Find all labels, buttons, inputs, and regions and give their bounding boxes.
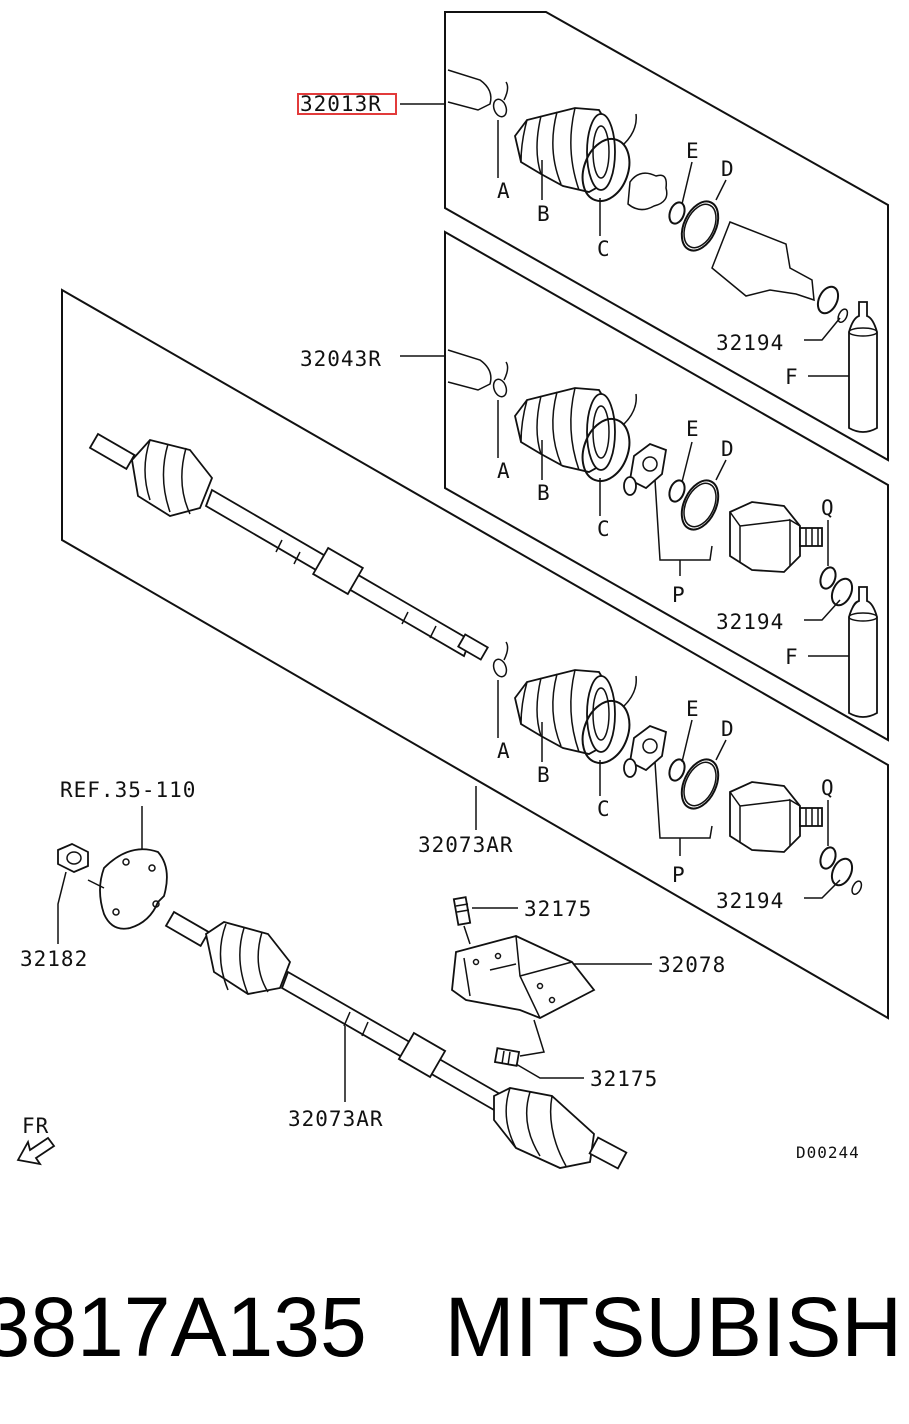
- label-p3-32194: 32194: [716, 889, 784, 913]
- label-p1-C: C: [597, 237, 611, 261]
- label-32043R: 32043R: [300, 347, 382, 371]
- band-a-icon: [490, 361, 510, 400]
- hub-assembly: REF.35-110 32182: [20, 778, 196, 971]
- label-32073AR-bottom: 32073AR: [288, 1107, 384, 1131]
- label-p2-E: E: [686, 417, 700, 441]
- label-p2-Q: Q: [821, 496, 835, 520]
- label-p3-A: A: [497, 739, 511, 763]
- label-p2-P: P: [672, 583, 686, 607]
- band-a-icon: [490, 641, 510, 680]
- label-p1-D: D: [721, 157, 735, 181]
- label-p2-F: F: [785, 645, 799, 669]
- label-p1-B: B: [537, 202, 551, 226]
- bracket-assembly: 32175 32078 32175: [451, 896, 726, 1091]
- label-p3-Q: Q: [821, 776, 835, 800]
- label-p1-A: A: [497, 179, 511, 203]
- boot-b-icon: [514, 669, 616, 755]
- housing-icon: [729, 781, 823, 853]
- drive-shaft-icon: [88, 432, 489, 661]
- ring-d-icon: [673, 473, 727, 537]
- label-p1-32194: 32194: [716, 331, 784, 355]
- caption-part-number: 3817A135: [0, 1280, 367, 1374]
- label-p2-A: A: [497, 459, 511, 483]
- bolt-32175-top-icon: [452, 896, 472, 926]
- grease-bottle-f-icon: [848, 586, 878, 718]
- label-p3-E: E: [686, 697, 700, 721]
- panel-32073AR: A B C E D Q P 32194 32073AR: [61, 288, 889, 1020]
- label-diagram-code: D00244: [796, 1143, 860, 1162]
- band-a-icon: [490, 81, 510, 120]
- label-32073AR-mid: 32073AR: [418, 833, 514, 857]
- spider-icon: [623, 443, 667, 496]
- label-p2-32194: 32194: [716, 610, 784, 634]
- label-fr: FR: [22, 1114, 49, 1138]
- label-p2-D: D: [721, 437, 735, 461]
- bracket-32078-icon: [451, 935, 596, 1019]
- label-32182: 32182: [20, 947, 88, 971]
- front-indicator: FR: [16, 1114, 56, 1166]
- label-p1-E: E: [686, 139, 700, 163]
- label-p3-C: C: [597, 797, 611, 821]
- housing-icon: [729, 501, 823, 573]
- highlight-box: [297, 93, 397, 115]
- label-p3-B: B: [537, 763, 551, 787]
- label-32175-bottom: 32175: [590, 1067, 658, 1091]
- panel-32043R: 32043R A B C E D Q P 32194 F: [300, 230, 889, 742]
- front-arrow-icon: [16, 1136, 56, 1166]
- label-p1-F: F: [785, 365, 799, 389]
- label-p2-B: B: [537, 481, 551, 505]
- label-32013R: 32013R: [300, 92, 382, 116]
- joint-outline-icon: [711, 221, 815, 302]
- shaft-32073AR-bottom: 32073AR: [164, 910, 628, 1170]
- label-32078: 32078: [658, 953, 726, 977]
- clip-icon: [627, 172, 668, 211]
- label-ref: REF.35-110: [60, 778, 196, 802]
- spider-icon: [623, 725, 667, 778]
- label-p2-C: C: [597, 517, 611, 541]
- bolt-32175-bottom-icon: [493, 1047, 521, 1067]
- label-32175-top: 32175: [524, 897, 592, 921]
- nut-32182-icon: [57, 843, 89, 873]
- boot-b-icon: [514, 387, 616, 473]
- hub-icon: [87, 848, 168, 930]
- ring-d-icon: [673, 752, 727, 816]
- panel-32013R: 32013R A B C E D 32194 F: [297, 11, 889, 462]
- boot-b-icon: [514, 107, 616, 193]
- caption: 3817A135 MITSUBISHI: [0, 1272, 909, 1382]
- label-p3-P: P: [672, 863, 686, 887]
- grease-bottle-f-icon: [848, 301, 878, 433]
- caption-brand: MITSUBISHI: [444, 1280, 909, 1374]
- ring-32194-icon: [812, 282, 851, 325]
- label-p3-D: D: [721, 717, 735, 741]
- drive-shaft-bottom-icon: [164, 910, 628, 1170]
